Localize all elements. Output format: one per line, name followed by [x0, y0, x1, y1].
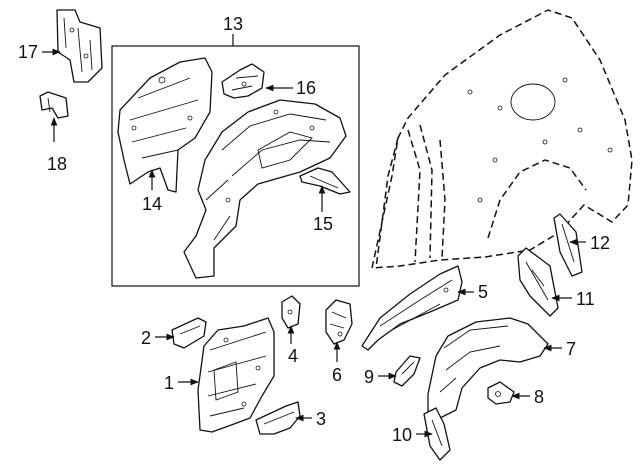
- callout-6: 6: [332, 365, 342, 385]
- callout-17: 17: [18, 42, 38, 62]
- part-16: [221, 63, 265, 99]
- callout-8: 8: [534, 387, 544, 407]
- assembly-13-frame: [111, 45, 360, 287]
- callout-11: 11: [576, 289, 595, 309]
- part-6: [325, 299, 353, 345]
- part-12: [553, 213, 583, 277]
- part-13-wheelhouse: [183, 99, 347, 279]
- callout-12: 12: [590, 233, 610, 253]
- callout-14: 14: [142, 194, 162, 214]
- part-4: [281, 295, 301, 329]
- part-3: [255, 401, 301, 435]
- leader-lines: [42, 34, 586, 438]
- part-2: [171, 317, 207, 349]
- callout-13: 13: [223, 14, 243, 34]
- part-8: [487, 381, 515, 405]
- part-14: [117, 57, 213, 193]
- callout-4: 4: [288, 346, 298, 366]
- part-18: [39, 91, 69, 119]
- callout-10: 10: [392, 425, 412, 445]
- part-10: [423, 407, 451, 461]
- callout-5: 5: [478, 282, 488, 302]
- callout-3: 3: [316, 409, 326, 429]
- part-7: [427, 317, 549, 421]
- part-15: [299, 167, 351, 195]
- callout-labels: 13 17 18 16 14 15 12 11 5 7 8 9 10 6 4 2…: [18, 14, 610, 445]
- part-11: [517, 247, 559, 317]
- callout-2: 2: [141, 328, 151, 348]
- callout-9: 9: [364, 367, 374, 387]
- callout-7: 7: [566, 339, 576, 359]
- callout-15: 15: [313, 214, 333, 234]
- part-1: [197, 317, 275, 433]
- callout-18: 18: [47, 154, 67, 174]
- part-9: [393, 355, 421, 387]
- quarter-panel-outline: [371, 9, 633, 269]
- callout-16: 16: [296, 78, 316, 98]
- part-17: [56, 9, 103, 83]
- callout-1: 1: [164, 373, 174, 393]
